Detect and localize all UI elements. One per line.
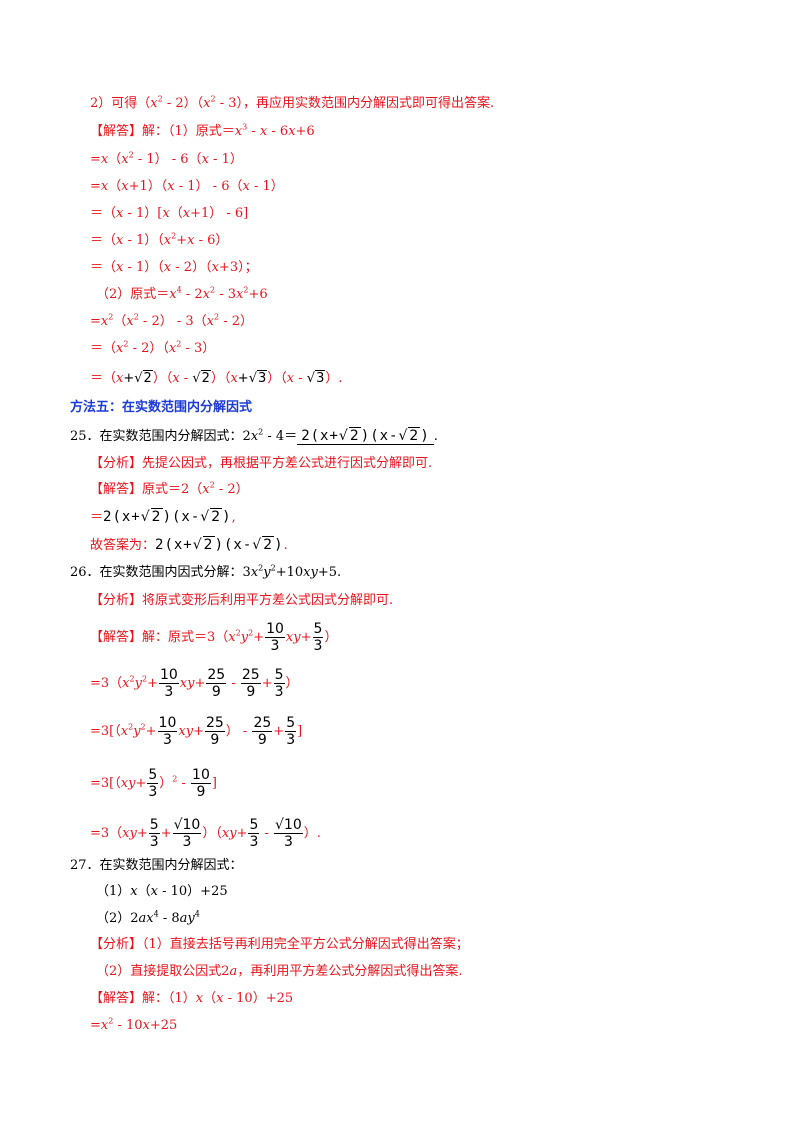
- line-5: ＝（x - 1）[x（x+1） - 6]: [90, 206, 249, 221]
- line-7: ＝（x - 1）（x - 2）（x+3）；: [90, 260, 258, 275]
- q27-analysis-1: 【分析】（1）直接去括号再利用完全平方公式分解因式得出答案；: [90, 937, 469, 952]
- line-1: 2）可得（x2 - 2）（x2 - 3），再应用实数范围内分解因式即可得出答案.: [90, 94, 495, 111]
- question-25: 25．在实数范围内分解因式：2x2 - 4＝2(x+√2)(x-√2).: [70, 427, 438, 445]
- question-26: 26．在实数范围内因式分解：3x2y2+10xy+5.: [70, 563, 342, 580]
- method-heading: 方法五：在实数范围内分解因式: [70, 400, 253, 415]
- line-3: =x（x2 - 1） - 6（x - 1）: [90, 150, 243, 167]
- solution-line: 【解答】解：（1）原式＝x3 - x - 6x+6: [90, 122, 315, 139]
- line-6: ＝（x - 1）（x2+x - 6）: [90, 231, 229, 248]
- line-11: ＝（x+√2）（x - √2）（x+√3）（x - √3）.: [90, 370, 343, 386]
- question-27: 27．在实数范围内分解因式：: [70, 858, 243, 873]
- q27-part-1: （1）x（x - 10）+25: [96, 884, 228, 899]
- q25-step: ＝2(x+√2)(x-√2),: [90, 508, 236, 525]
- q26-analysis: 【分析】将原式变形后利用平方差公式因式分解即可.: [90, 593, 394, 608]
- q27-step: =x2 - 10x+25: [90, 1016, 178, 1033]
- q27-analysis-2: （2）直接提取公因式2a，再利用平方差公式分解因式得出答案.: [96, 964, 463, 979]
- q25-analysis: 【分析】先提公因式，再根据平方差公式进行因式分解即可.: [90, 456, 433, 471]
- line-4: =x（x+1）（x - 1） - 6（x - 1）: [90, 179, 284, 194]
- q27-part-2: （2）2ax4 - 8ay4: [96, 909, 200, 926]
- line-9: =x2（x2 - 2） - 3（x2 - 2）: [90, 312, 254, 329]
- line-10: ＝（x2 - 2）（x2 - 3）: [90, 339, 216, 356]
- q27-solution: 【解答】解：（1）x（x - 10）+25: [90, 991, 294, 1006]
- q25-final: 故答案为：2(x+√2)(x-√2).: [90, 536, 288, 553]
- line-8: （2）原式＝x4 - 2x2 - 3x2+6: [96, 285, 268, 302]
- q25-solution: 【解答】原式＝2（x2 - 2）: [90, 480, 249, 497]
